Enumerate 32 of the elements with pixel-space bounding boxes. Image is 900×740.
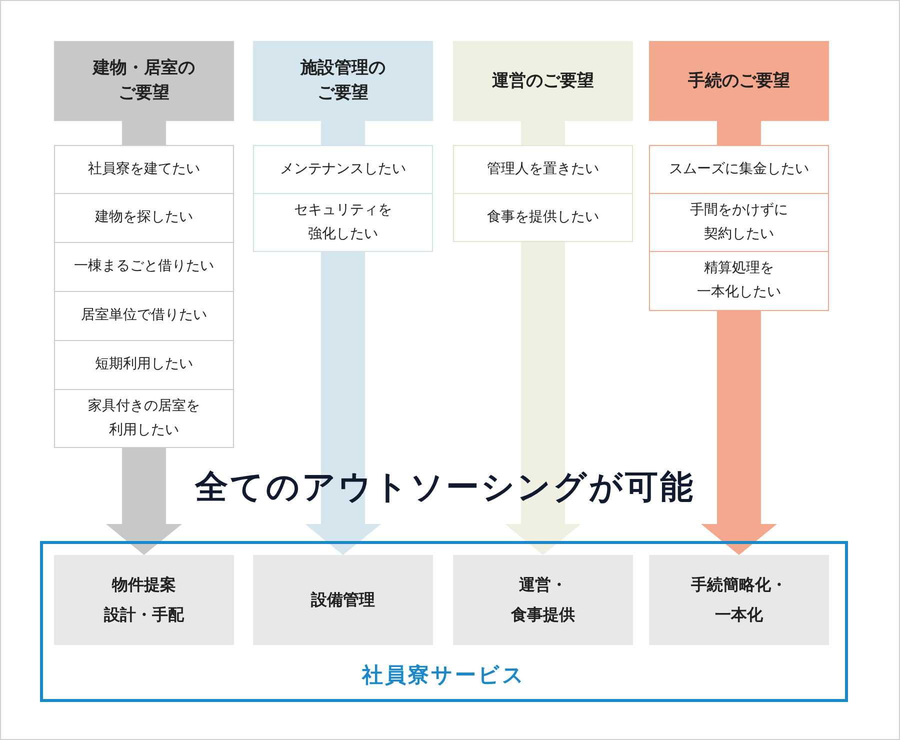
service-box: 運営・食事提供 [453, 555, 633, 645]
request-item: 手間をかけずに契約したい [649, 194, 829, 252]
request-item: 社員寮を建てたい [54, 145, 234, 194]
connector-bar [321, 121, 365, 145]
arrow [701, 311, 777, 555]
connector-bar [122, 121, 166, 145]
service-box: 物件提案設計・手配 [54, 555, 234, 645]
service-box: 手続簡略化・一本化 [649, 555, 829, 645]
arrow [505, 242, 581, 555]
request-item: メンテナンスしたい [253, 145, 433, 194]
service-frame [40, 541, 848, 702]
category-header: 運営のご要望 [453, 41, 633, 121]
service-box: 設備管理 [253, 555, 433, 645]
request-item: 家具付きの居室を利用したい [54, 390, 234, 448]
request-item: 食事を提供したい [453, 194, 633, 242]
request-item: 一棟まるごと借りたい [54, 243, 234, 292]
request-item: 建物を探したい [54, 194, 234, 243]
request-item: 短期利用したい [54, 341, 234, 390]
request-item: 精算処理を一本化したい [649, 252, 829, 311]
request-item: 管理人を置きたい [453, 145, 633, 194]
category-header: 手続のご要望 [649, 41, 829, 121]
request-item: セキュリティを強化したい [253, 194, 433, 252]
arrow [305, 252, 381, 555]
category-header: 建物・居室のご要望 [54, 41, 234, 121]
connector-bar [717, 121, 761, 145]
category-header: 施設管理のご要望 [253, 41, 433, 121]
service-title: 社員寮サービス [362, 662, 526, 689]
headline: 全てのアウトソーシングが可能 [194, 466, 696, 508]
connector-bar [521, 121, 565, 145]
arrow [106, 448, 182, 555]
request-item: 居室単位で借りたい [54, 292, 234, 341]
request-item: スムーズに集金したい [649, 145, 829, 194]
